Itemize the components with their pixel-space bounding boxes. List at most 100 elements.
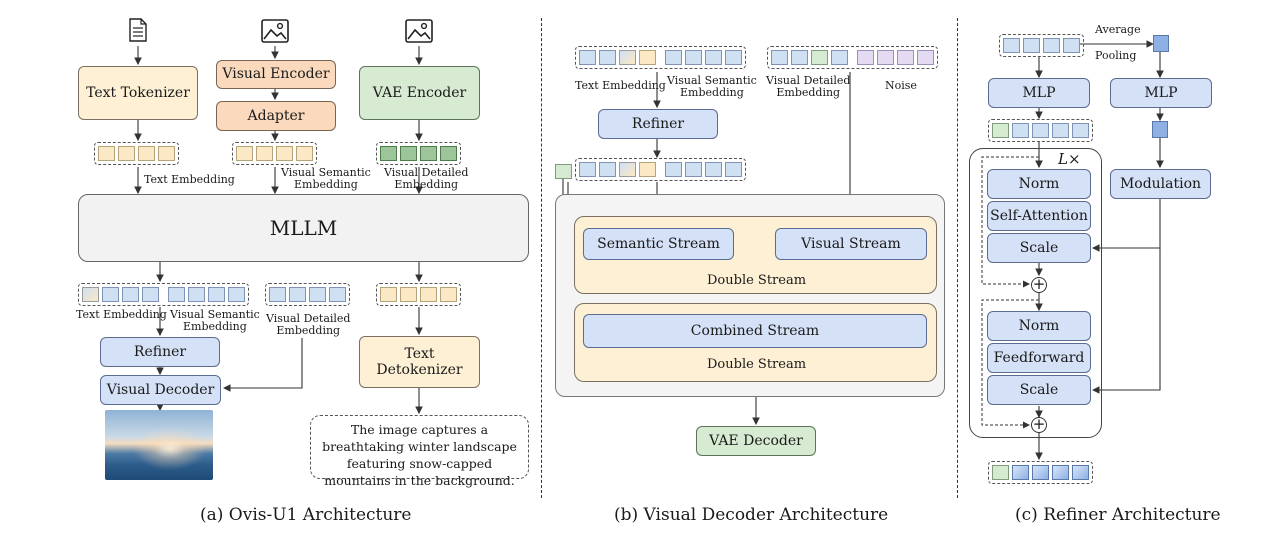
generated-text-note: The image captures a breathtaking winter… bbox=[310, 415, 529, 488]
visual-detailed-out-line1: Visual Detailed bbox=[266, 312, 351, 325]
token bbox=[168, 287, 185, 302]
visual-semantic-out-line1: Visual Semantic bbox=[170, 308, 260, 321]
token bbox=[102, 287, 119, 302]
token bbox=[188, 287, 205, 302]
token bbox=[122, 287, 139, 302]
token bbox=[619, 50, 636, 65]
token bbox=[142, 287, 159, 302]
visual-detailed-label-line2: Embedding bbox=[394, 178, 459, 192]
token bbox=[1032, 123, 1049, 138]
token bbox=[1023, 38, 1040, 53]
token bbox=[158, 146, 175, 161]
token bbox=[309, 287, 326, 302]
self-attention-box: Self-Attention bbox=[987, 201, 1091, 231]
token bbox=[639, 162, 656, 177]
visual-stream-box: Visual Stream bbox=[775, 228, 927, 260]
token bbox=[897, 50, 914, 65]
token bbox=[771, 50, 788, 65]
token bbox=[831, 50, 848, 65]
b-visual-semantic-line2: Embedding bbox=[680, 86, 744, 100]
separator-b-c bbox=[957, 18, 958, 498]
caption-c: (c) Refiner Architecture bbox=[1015, 505, 1221, 525]
visual-semantic-out-line2: Embedding bbox=[183, 320, 247, 334]
visual-semantic-out-label: Visual Semantic Embedding bbox=[170, 308, 260, 334]
token bbox=[599, 50, 616, 65]
token bbox=[1032, 465, 1049, 480]
semantic-stream-box: Semantic Stream bbox=[583, 228, 734, 260]
token bbox=[791, 50, 808, 65]
document-icon bbox=[129, 18, 147, 42]
feedforward-box: Feedforward bbox=[987, 343, 1091, 373]
caption-a: (a) Ovis-U1 Architecture bbox=[200, 505, 412, 525]
b-visual-noise-tokens bbox=[767, 46, 938, 69]
c-mlp-tokens bbox=[988, 119, 1093, 142]
token bbox=[685, 162, 702, 177]
text-tokenizer-box: Text Tokenizer bbox=[78, 66, 198, 120]
token bbox=[665, 50, 682, 65]
token bbox=[579, 50, 596, 65]
token bbox=[380, 287, 397, 302]
token bbox=[992, 123, 1009, 138]
repeat-label: L× bbox=[1058, 150, 1081, 168]
caption-b: (b) Visual Decoder Architecture bbox=[614, 505, 889, 525]
image-icon-vae bbox=[405, 19, 433, 43]
b-text-embedding-label: Text Embedding bbox=[575, 79, 666, 92]
pooling-label: Pooling bbox=[1095, 49, 1137, 62]
token bbox=[992, 465, 1009, 480]
scale-1-box: Scale bbox=[987, 233, 1091, 263]
token bbox=[619, 162, 636, 177]
mlp-right-box: MLP bbox=[1110, 78, 1212, 108]
b-visual-semantic-label: Visual Semantic Embedding bbox=[667, 74, 757, 100]
token bbox=[705, 162, 722, 177]
residual-add-1: + bbox=[1031, 275, 1047, 293]
mllm-box: MLLM bbox=[78, 194, 529, 262]
c-output-tokens bbox=[988, 461, 1093, 484]
modulation-box: Modulation bbox=[1110, 169, 1211, 199]
token bbox=[420, 287, 437, 302]
combined-stream-box: Combined Stream bbox=[583, 314, 927, 348]
token bbox=[138, 146, 155, 161]
adapter-box: Adapter bbox=[216, 101, 336, 131]
token bbox=[1072, 465, 1089, 480]
token bbox=[579, 162, 596, 177]
refiner-box-a: Refiner bbox=[100, 337, 220, 367]
token bbox=[725, 162, 742, 177]
double-stream-label-1: Double Stream bbox=[707, 273, 807, 288]
token bbox=[665, 162, 682, 177]
token bbox=[236, 146, 253, 161]
norm-1-box: Norm bbox=[987, 169, 1091, 199]
mllm-output-tokens bbox=[78, 283, 249, 306]
token bbox=[1003, 38, 1020, 53]
token bbox=[685, 50, 702, 65]
token bbox=[269, 287, 286, 302]
token bbox=[440, 146, 457, 161]
token bbox=[1052, 123, 1069, 138]
residual-add-2: + bbox=[1031, 415, 1047, 433]
text-out-tokens bbox=[376, 283, 461, 306]
visual-detailed-label: Visual Detailed Embedding bbox=[384, 166, 468, 192]
text-detokenizer-box: Text Detokenizer bbox=[359, 336, 480, 388]
token bbox=[1012, 465, 1029, 480]
token bbox=[857, 50, 874, 65]
token bbox=[1012, 123, 1029, 138]
norm-2-box: Norm bbox=[987, 311, 1091, 341]
token bbox=[276, 146, 293, 161]
refiner-block-panel bbox=[969, 148, 1102, 438]
token bbox=[420, 146, 437, 161]
visual-semantic-tokens bbox=[232, 142, 317, 165]
token bbox=[877, 50, 894, 65]
double-stream-label-2: Double Stream bbox=[707, 357, 807, 372]
refiner-box-b: Refiner bbox=[598, 109, 718, 139]
c-input-tokens bbox=[999, 34, 1084, 57]
visual-semantic-label: Visual Semantic Embedding bbox=[281, 166, 371, 191]
token bbox=[1072, 123, 1089, 138]
token bbox=[296, 146, 313, 161]
token bbox=[256, 146, 273, 161]
token bbox=[917, 50, 934, 65]
vae-encoder-box: VAE Encoder bbox=[359, 66, 480, 120]
generated-image bbox=[105, 410, 213, 480]
b-visual-semantic-line1: Visual Semantic bbox=[667, 74, 757, 87]
text-embedding-tokens bbox=[94, 142, 179, 165]
token bbox=[380, 146, 397, 161]
